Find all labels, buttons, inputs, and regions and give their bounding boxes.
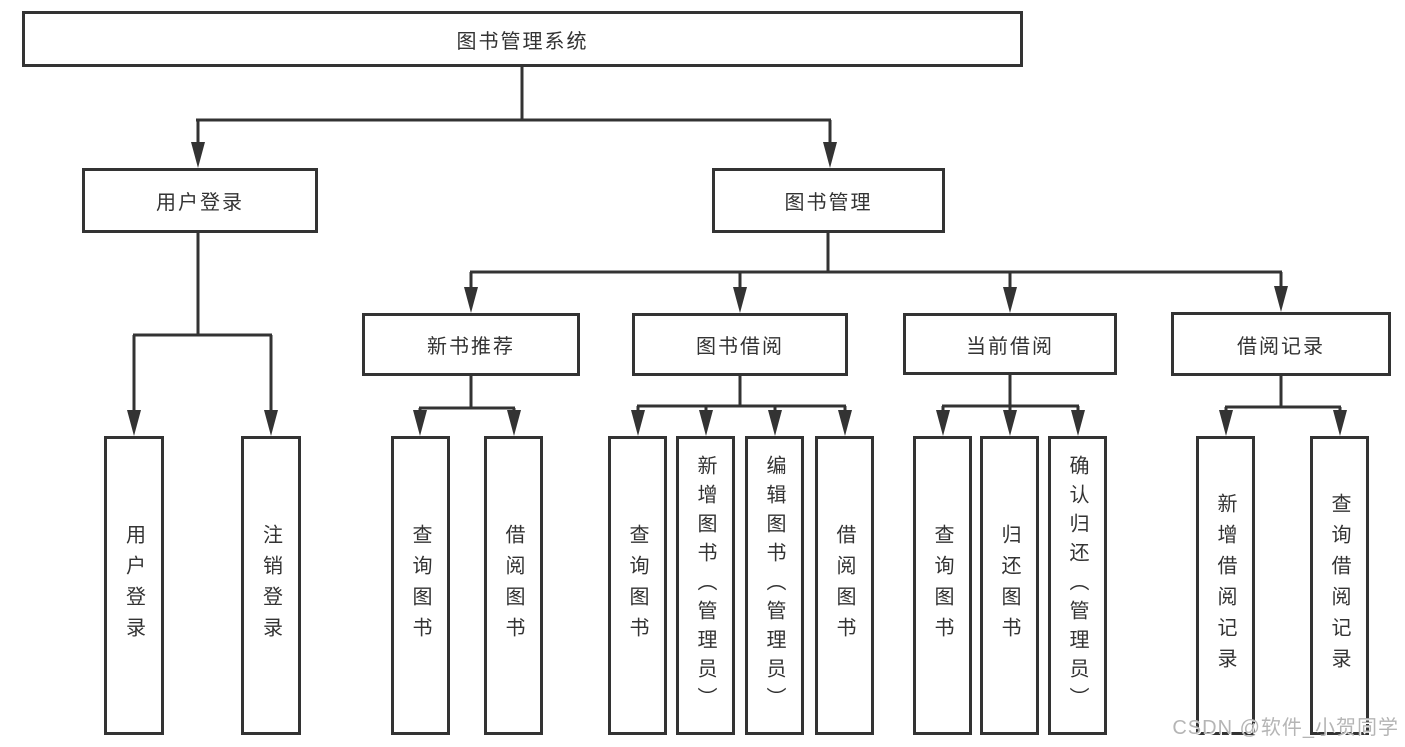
- leaf-query-books-current-label: 查询图书: [931, 523, 953, 648]
- leaf-edit-books-admin: 编辑图书（管理员）: [745, 436, 804, 735]
- node-current-borrow: 当前借阅: [903, 313, 1117, 375]
- node-book-management: 图书管理: [712, 168, 945, 233]
- leaf-query-books-recommend-label: 查询图书: [409, 523, 431, 648]
- node-book-borrow: 图书借阅: [632, 313, 848, 376]
- node-user-login: 用户登录: [82, 168, 318, 233]
- leaf-borrow-books-recommend: 借阅图书: [484, 436, 543, 735]
- leaf-borrow-books-recommend-label: 借阅图书: [502, 523, 524, 648]
- leaf-add-borrow-record-label: 新增借阅记录: [1214, 492, 1236, 679]
- node-book-borrow-label: 图书借阅: [696, 336, 784, 358]
- leaf-query-borrow-record-label: 查询借阅记录: [1328, 492, 1350, 679]
- leaf-borrow-books-borrow: 借阅图书: [815, 436, 874, 735]
- leaf-query-books-borrow-label: 查询图书: [626, 523, 648, 648]
- node-borrow-records-label: 借阅记录: [1237, 335, 1325, 358]
- leaf-logout-label: 注销登录: [259, 523, 282, 648]
- leaf-logout: 注销登录: [241, 436, 301, 735]
- leaf-query-books-borrow: 查询图书: [608, 436, 667, 735]
- node-book-management-label: 图书管理: [784, 192, 873, 214]
- leaf-confirm-return-admin-label: 确认归还（管理员）: [1066, 455, 1088, 716]
- leaf-query-borrow-record: 查询借阅记录: [1310, 436, 1369, 735]
- node-root: 图书管理系统: [22, 11, 1023, 67]
- node-user-login-label: 用户登录: [156, 192, 244, 214]
- leaf-edit-books-admin-label: 编辑图书（管理员）: [763, 455, 785, 716]
- leaf-add-books-admin: 新增图书（管理员）: [676, 436, 735, 735]
- node-root-label: 图书管理系统: [456, 30, 589, 53]
- node-current-borrow-label: 当前借阅: [966, 335, 1054, 358]
- leaf-query-books-current: 查询图书: [913, 436, 972, 735]
- leaf-add-books-admin-label: 新增图书（管理员）: [694, 455, 716, 716]
- leaf-confirm-return-admin: 确认归还（管理员）: [1048, 436, 1107, 735]
- leaf-borrow-books-borrow-label: 借阅图书: [833, 523, 855, 648]
- node-new-book-recommend-label: 新书推荐: [427, 336, 515, 358]
- watermark: CSDN @软件_小贺同学: [1172, 717, 1399, 739]
- leaf-user-login: 用户登录: [104, 436, 164, 735]
- leaf-query-books-recommend: 查询图书: [391, 436, 450, 735]
- leaf-add-borrow-record: 新增借阅记录: [1196, 436, 1255, 735]
- leaf-return-books-label: 归还图书: [998, 523, 1020, 648]
- node-borrow-records: 借阅记录: [1171, 312, 1391, 376]
- leaf-return-books: 归还图书: [980, 436, 1039, 735]
- node-new-book-recommend: 新书推荐: [362, 313, 580, 376]
- leaf-user-login-label: 用户登录: [122, 523, 145, 648]
